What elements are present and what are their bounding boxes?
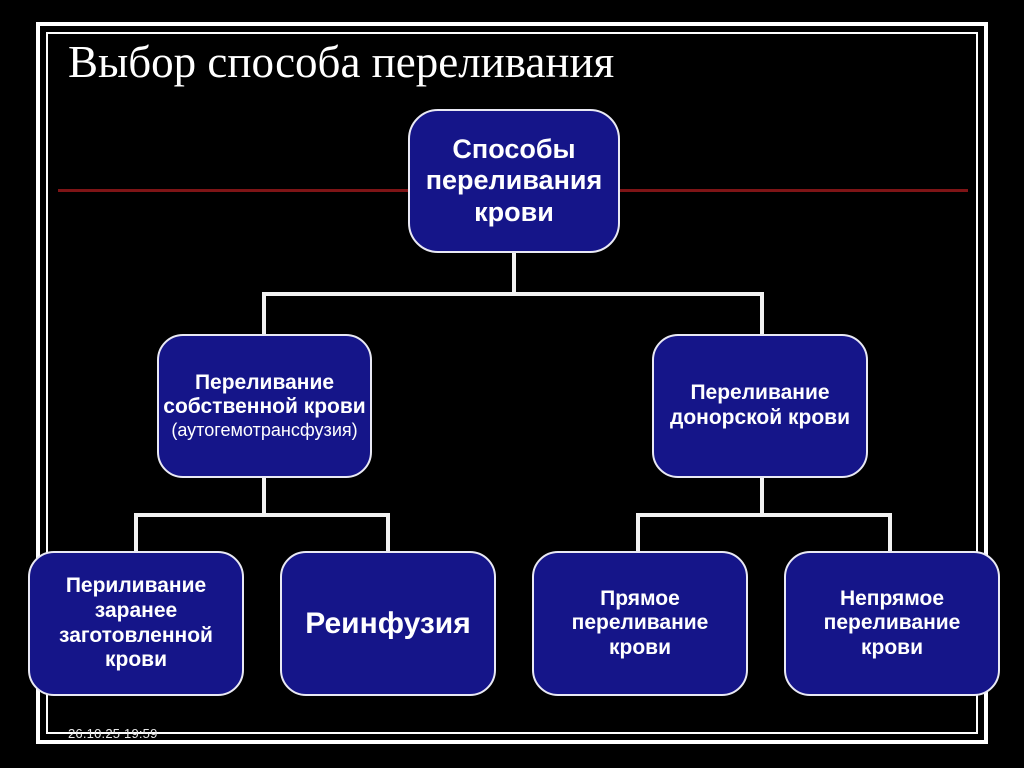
page-title: Выбор способа переливания: [68, 37, 615, 87]
connector-to-stored-blood: [134, 513, 138, 553]
node-prestored-blood[interactable]: Периливание заранее заготовленной крови: [28, 551, 244, 696]
node-label: Периливание заранее заготовленной крови: [59, 574, 213, 672]
node-autologous-transfusion[interactable]: Переливание собственной крови (аутогемот…: [157, 334, 372, 478]
node-label: Переливание собственной крови: [163, 370, 366, 419]
connector-donor-blood-stem: [760, 478, 764, 515]
connector-donor-blood-bar: [636, 513, 892, 517]
connector-to-own-blood: [262, 292, 266, 336]
node-label: Реинфузия: [305, 606, 471, 640]
node-direct-transfusion[interactable]: Прямое переливание крови: [532, 551, 748, 696]
node-label: Непрямое переливание крови: [823, 586, 961, 659]
connector-to-indirect: [888, 513, 892, 553]
connector-level2-bar: [262, 292, 764, 296]
connector-own-blood-bar: [134, 513, 390, 517]
node-label: Прямое переливание крови: [571, 586, 709, 659]
connector-root-stem: [512, 253, 516, 294]
node-blood-transfusion-methods[interactable]: Способы переливания крови: [408, 109, 620, 253]
connector-to-donor-blood: [760, 292, 764, 336]
connector-to-reinfusion: [386, 513, 390, 553]
node-indirect-transfusion[interactable]: Непрямое переливание крови: [784, 551, 1000, 696]
node-donor-transfusion[interactable]: Переливание донорской крови: [652, 334, 868, 478]
date-stamp: 26.10.25 19:59: [68, 726, 158, 741]
node-sublabel: (аутогемотрансфузия): [171, 419, 358, 440]
node-label: Переливание донорской крови: [670, 381, 850, 429]
node-label: Способы переливания крови: [425, 133, 603, 227]
connector-to-direct: [636, 513, 640, 553]
connector-own-blood-stem: [262, 478, 266, 515]
node-reinfusion[interactable]: Реинфузия: [280, 551, 496, 696]
